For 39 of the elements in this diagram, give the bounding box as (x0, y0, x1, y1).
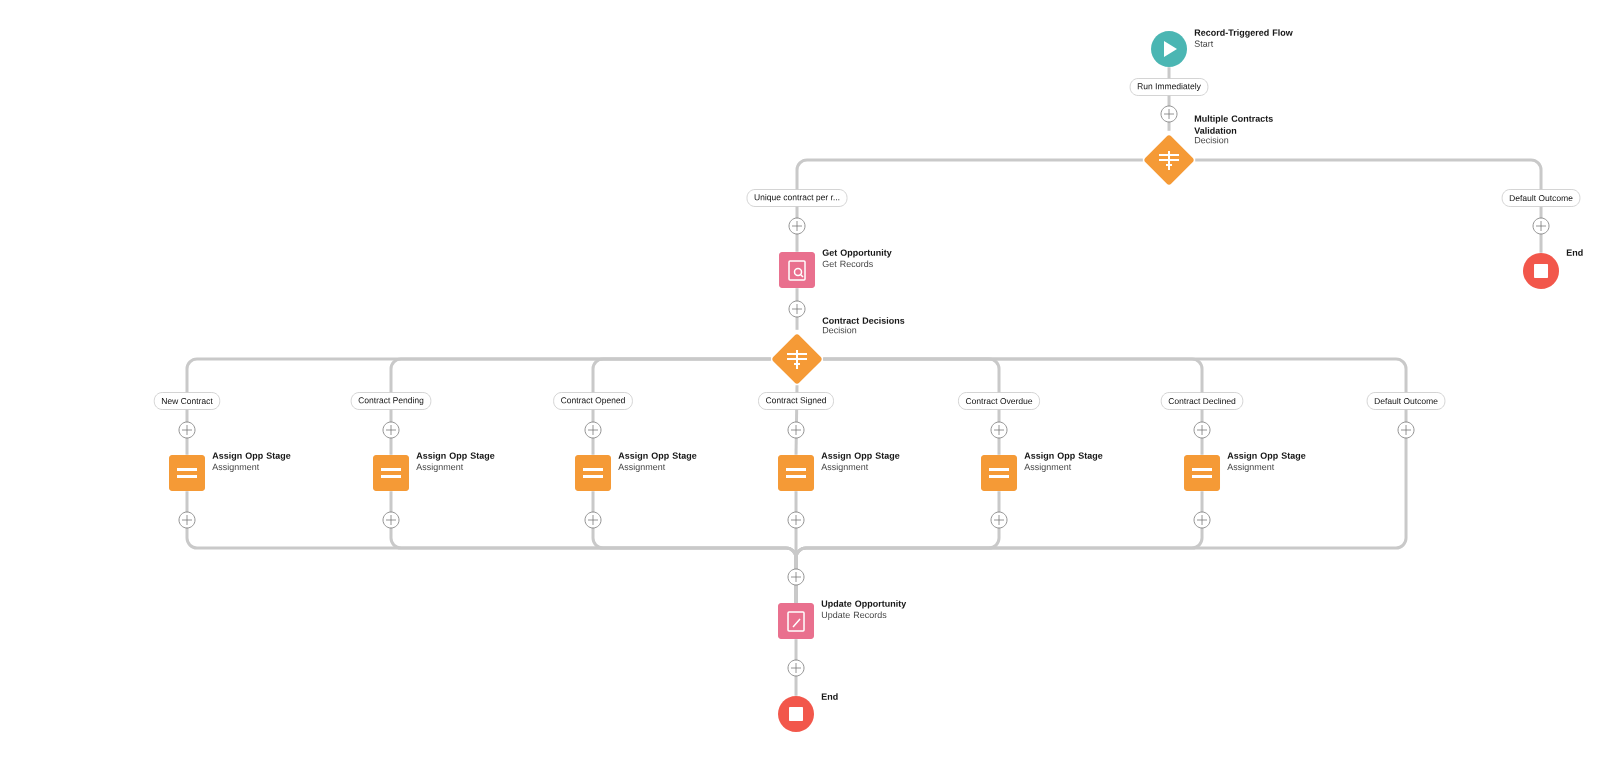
node-subtitle: Get Records (822, 260, 873, 268)
edge-label: Contract Pending (350, 392, 432, 410)
node-subtitle: Assignment (821, 463, 869, 472)
connector (795, 288, 799, 330)
edge-label: Contract Overdue (958, 392, 1040, 410)
connector (794, 639, 798, 696)
connector (591, 357, 771, 455)
node-title: Assign Opp Stage (212, 452, 291, 461)
node-subtitle: Start (1194, 40, 1214, 47)
node-title: Contract Decisions (822, 317, 905, 324)
node-subtitle: Update Records (821, 611, 887, 620)
edge-label: Default Outcome (1501, 189, 1581, 207)
node-subtitle: Assignment (212, 463, 260, 472)
node-title: Assign Opp Stage (821, 452, 900, 461)
edge-label: Unique contract per r... (746, 189, 848, 207)
node-subtitle: Assignment (1227, 463, 1275, 472)
node-subtitle: Assignment (1024, 463, 1072, 472)
node-title: Get Opportunity (822, 249, 892, 258)
edge-label: Contract Opened (553, 392, 633, 410)
edge-label: Contract Declined (1160, 392, 1244, 410)
node-title: Multiple Contracts Validation (1194, 115, 1273, 134)
connector (795, 158, 1143, 252)
node-title: Assign Opp Stage (416, 452, 495, 461)
node-subtitle: Decision (822, 326, 857, 334)
edge-label: Default Outcome (1366, 392, 1446, 410)
node-title: End (1566, 249, 1583, 256)
edge-label: Contract Signed (758, 392, 834, 410)
node-title: Assign Opp Stage (618, 452, 697, 461)
edge-label: Run Immediately (1129, 78, 1209, 96)
node-title: Assign Opp Stage (1024, 452, 1103, 461)
node-title: End (821, 693, 838, 700)
edge-label: New Contract (153, 392, 221, 410)
node-subtitle: Assignment (416, 463, 464, 472)
node-title: Record-Triggered Flow (1194, 29, 1293, 38)
node-subtitle: Decision (1194, 136, 1229, 144)
node-title: Update Opportunity (821, 600, 907, 609)
node-subtitle: Assignment (618, 463, 666, 472)
node-title: Assign Opp Stage (1227, 452, 1306, 461)
connector (1195, 158, 1543, 253)
